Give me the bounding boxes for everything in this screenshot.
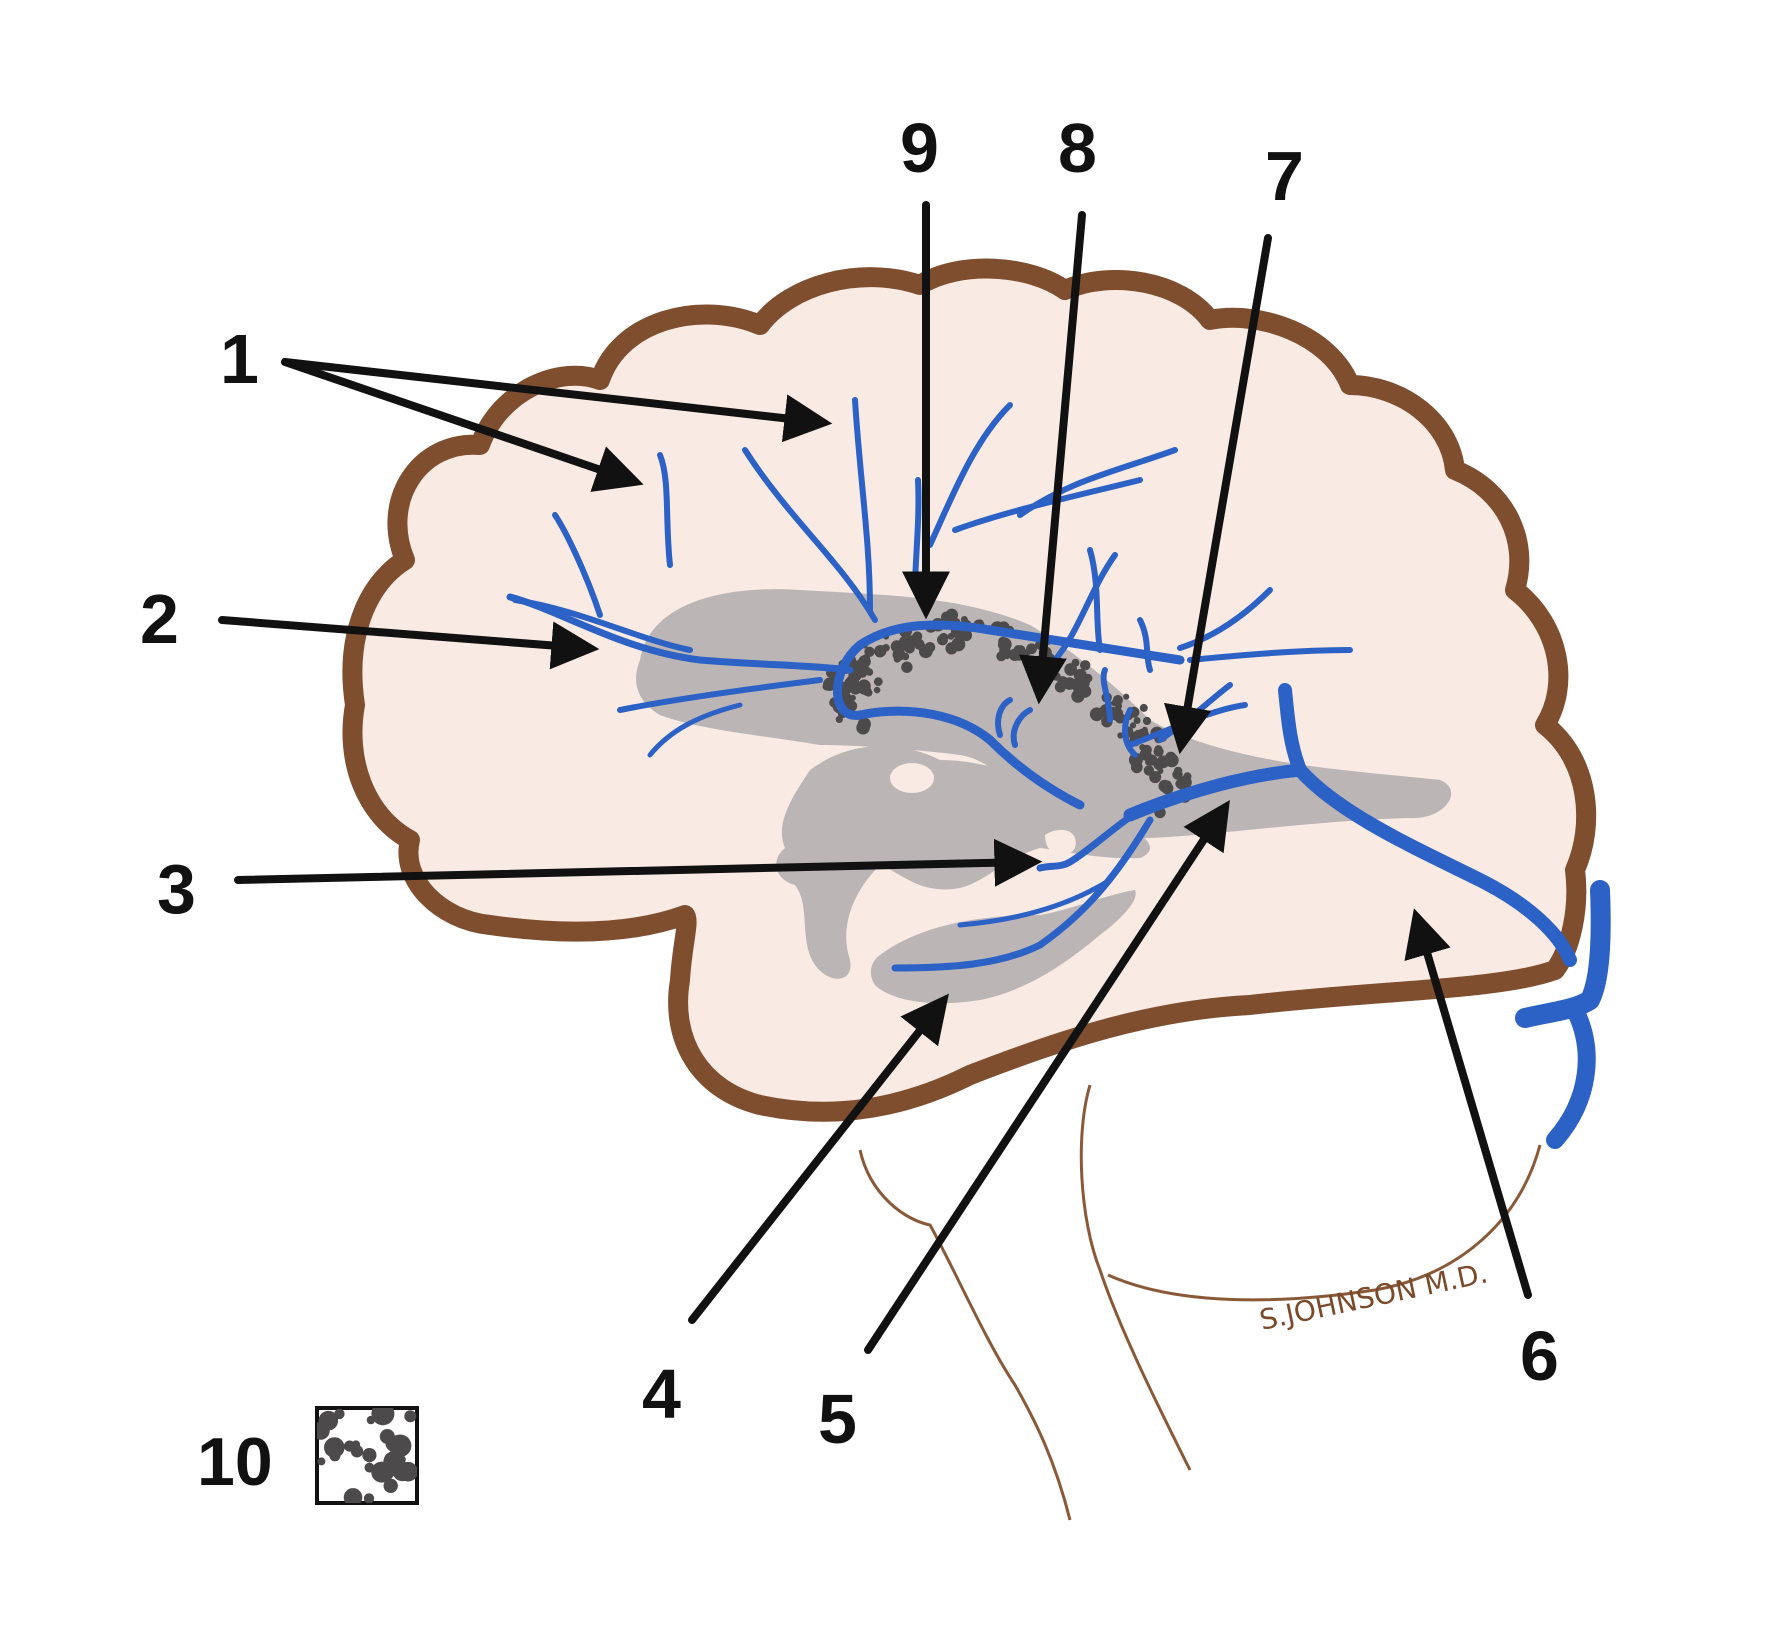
choroid-dot bbox=[873, 686, 881, 694]
choroid-dot bbox=[1117, 732, 1124, 739]
choroid-dot bbox=[846, 700, 858, 712]
arrow-1a bbox=[281, 358, 833, 443]
choroid-dot bbox=[1046, 663, 1058, 676]
choroid-dot bbox=[1131, 731, 1139, 739]
arrow-6 bbox=[1404, 908, 1532, 1299]
legend-10-number: 10 bbox=[197, 1424, 273, 1500]
choroid-dot bbox=[999, 647, 1008, 657]
choroid-dot bbox=[939, 632, 949, 643]
choroid-dot bbox=[1129, 722, 1137, 729]
legend-dot bbox=[334, 1408, 345, 1420]
foramina bbox=[890, 763, 1076, 856]
arrow-7 bbox=[1164, 234, 1272, 755]
label-9: 9 bbox=[900, 109, 939, 187]
arrow-4 bbox=[688, 993, 949, 1324]
choroid-dot bbox=[1172, 769, 1183, 780]
legend-dot bbox=[317, 1457, 326, 1466]
arrow-3 bbox=[234, 838, 1043, 887]
choroid-dot bbox=[1110, 709, 1122, 721]
label-1: 1 bbox=[220, 320, 259, 398]
choroid-dot bbox=[1142, 716, 1152, 726]
choroid-dot bbox=[1141, 726, 1148, 733]
label-3: 3 bbox=[157, 850, 196, 928]
legend-dot bbox=[404, 1410, 417, 1423]
choroid-dot bbox=[1111, 700, 1118, 707]
label-7: 7 bbox=[1265, 137, 1304, 215]
choroid-dot bbox=[1175, 779, 1185, 789]
choroid-dot bbox=[873, 677, 883, 686]
choroid-dot bbox=[1083, 673, 1093, 683]
choroid-dot bbox=[862, 686, 872, 696]
arrow-8 bbox=[1019, 211, 1086, 705]
choroid-dot bbox=[864, 646, 875, 657]
arrow-2 bbox=[218, 616, 600, 670]
choroid-dot bbox=[1164, 753, 1179, 768]
choroid-dot bbox=[854, 681, 865, 693]
choroid-dot bbox=[924, 642, 936, 653]
legend-dot bbox=[329, 1450, 341, 1462]
pointer-arrows bbox=[218, 201, 1532, 1354]
arrow-1b bbox=[281, 358, 644, 492]
choroid-dot bbox=[1154, 745, 1163, 754]
legend-dot bbox=[324, 1437, 345, 1458]
choroid-dot bbox=[1078, 685, 1092, 698]
arrow-5 bbox=[864, 799, 1230, 1354]
choroid-dot bbox=[1016, 645, 1026, 655]
choroid-dot bbox=[1139, 703, 1148, 712]
label-6: 6 bbox=[1520, 1317, 1559, 1395]
choroid-dot bbox=[1026, 643, 1037, 655]
choroid-dot bbox=[1130, 761, 1143, 774]
number-labels: 1 2 3 4 5 6 7 8 9 bbox=[140, 109, 1559, 1458]
legend-dot bbox=[388, 1434, 412, 1458]
choroid-dot bbox=[1071, 658, 1080, 667]
legend-dot bbox=[371, 1408, 395, 1426]
choroid-dot bbox=[945, 608, 959, 622]
choroid-dot bbox=[1158, 779, 1172, 793]
legend-dot bbox=[363, 1493, 375, 1503]
legend-dot bbox=[383, 1478, 398, 1494]
choroid-dot bbox=[945, 642, 958, 655]
choroid-dot bbox=[860, 664, 867, 671]
choroid-dot bbox=[856, 720, 870, 735]
choroid-dot bbox=[1133, 717, 1141, 724]
legend-dot bbox=[343, 1488, 363, 1503]
label-5: 5 bbox=[818, 1380, 857, 1458]
neck-outline bbox=[858, 1084, 1542, 1521]
choroid-dot bbox=[901, 661, 913, 673]
choroid-dot bbox=[1149, 771, 1162, 784]
legend-dot bbox=[392, 1461, 413, 1482]
choroid-dot bbox=[874, 646, 886, 658]
choroid-dot bbox=[1145, 759, 1152, 766]
choroid-dot bbox=[1000, 643, 1007, 650]
artist-signature: S.JOHNSON M.D. bbox=[1257, 1256, 1491, 1337]
choroid-dot bbox=[1153, 759, 1165, 770]
legend-dot bbox=[318, 1410, 339, 1431]
choroid-dot bbox=[1072, 682, 1082, 692]
choroid-dot bbox=[1123, 693, 1130, 700]
label-8: 8 bbox=[1058, 109, 1097, 187]
choroid-dot bbox=[1141, 744, 1152, 756]
legend-dot bbox=[362, 1448, 377, 1463]
label-2: 2 bbox=[140, 580, 179, 658]
choroid-dot bbox=[913, 638, 925, 650]
legend-10: 10 bbox=[197, 1406, 419, 1505]
choroid-dot bbox=[1080, 660, 1091, 671]
legend-dot bbox=[366, 1415, 376, 1425]
choroid-dot bbox=[823, 677, 837, 691]
choroid-dot bbox=[899, 636, 910, 648]
label-4: 4 bbox=[642, 1355, 681, 1433]
choroid-dot bbox=[1057, 676, 1068, 687]
choroid-dot bbox=[960, 616, 968, 623]
legend-dot bbox=[351, 1440, 361, 1449]
